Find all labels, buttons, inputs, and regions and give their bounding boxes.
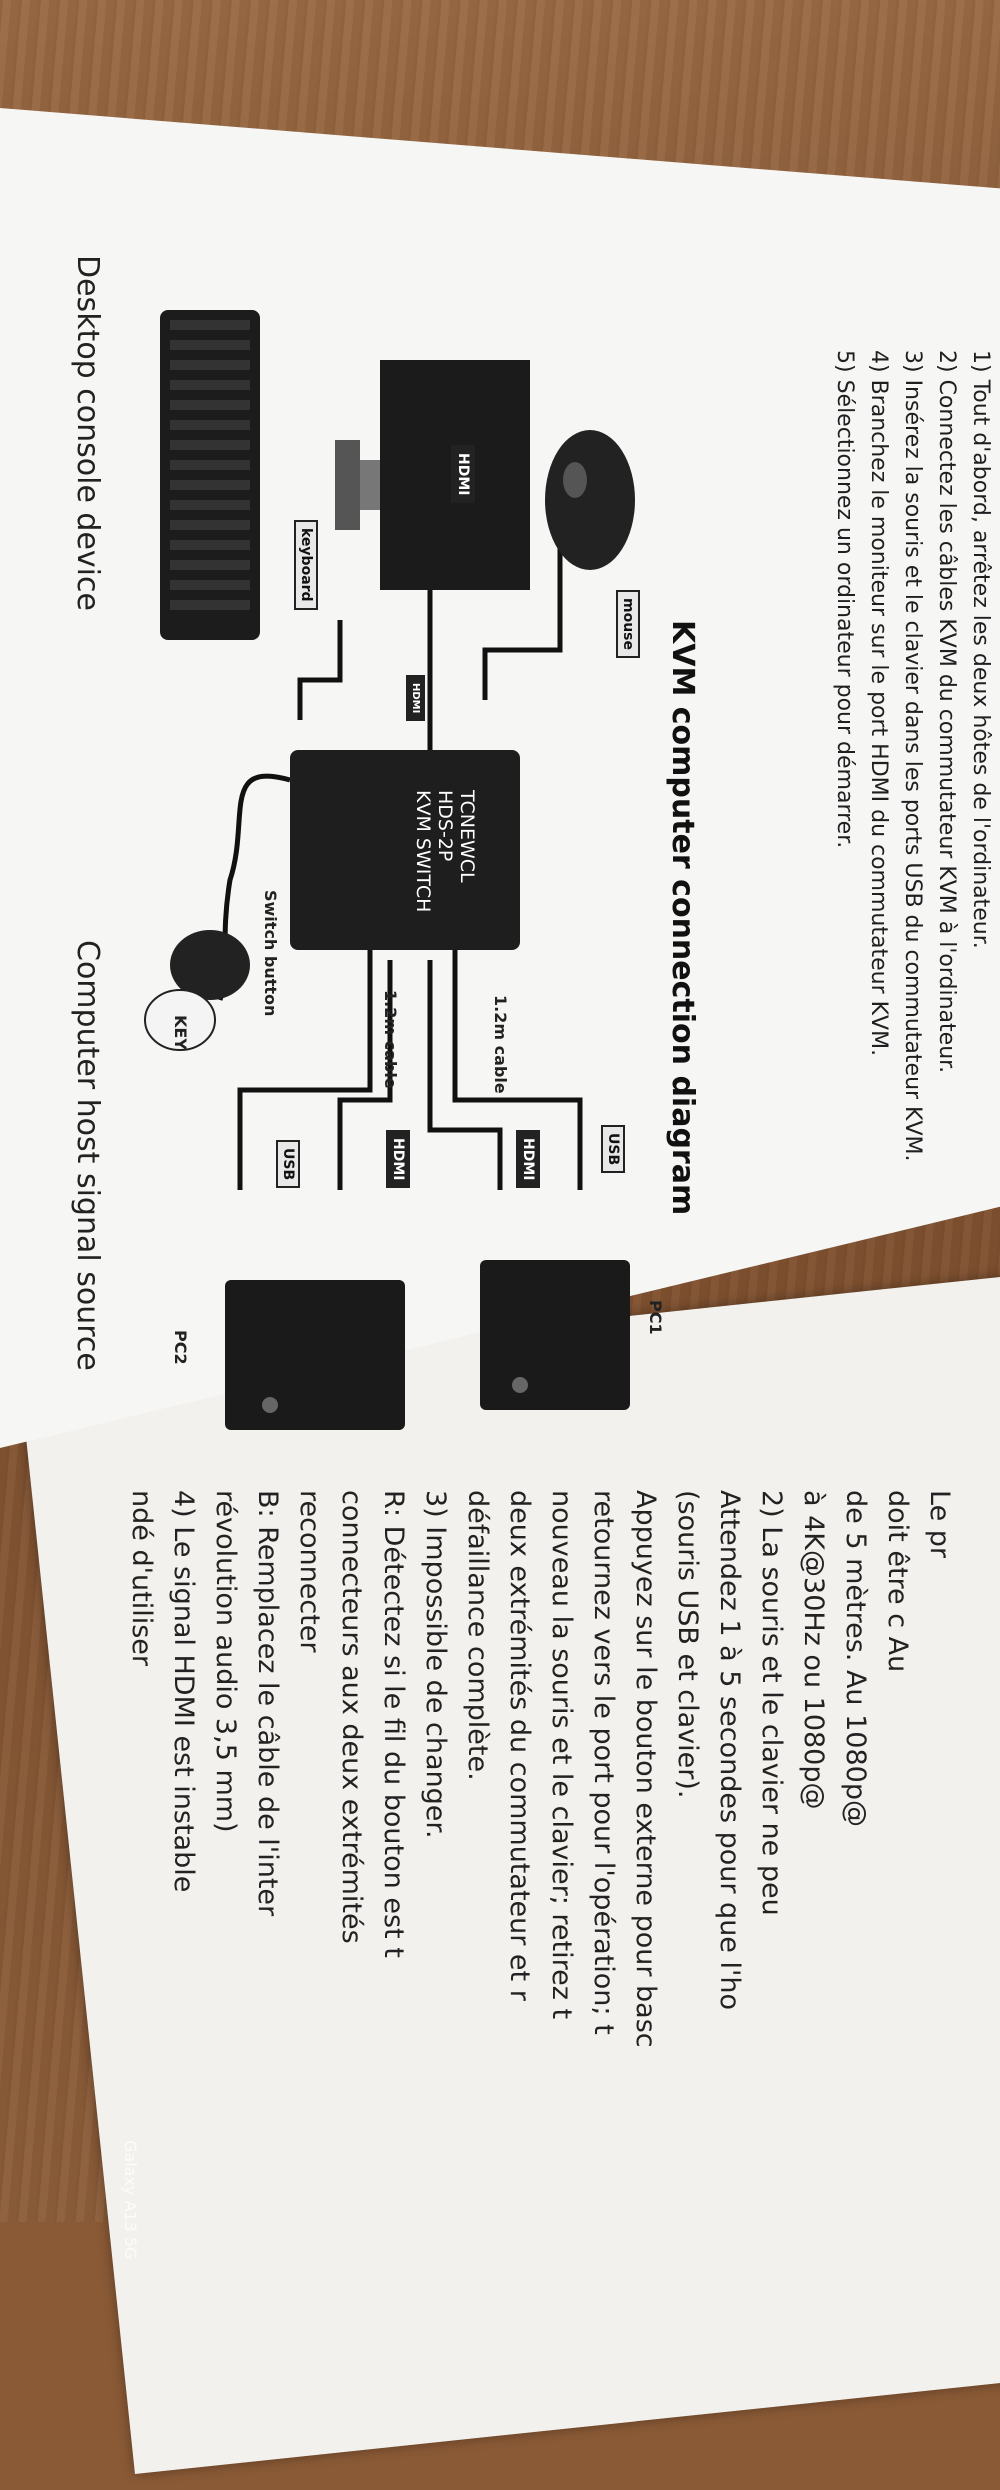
keyboard-icon	[160, 310, 260, 640]
text-line: défaillance complète.	[462, 1490, 493, 1781]
switch-model: HDS-2P	[434, 790, 456, 862]
caption-console: Desktop console device	[70, 255, 105, 611]
monitor-icon	[335, 360, 530, 590]
text-line: R: Détectez si le fil du bouton est t	[378, 1490, 409, 1958]
text-line: reconnecter	[294, 1490, 325, 1653]
keyboard-label: keyboard	[294, 520, 318, 610]
hdmi-plug-label: HDMI	[406, 675, 425, 722]
text-line: 2) La souris et le clavier ne peu	[756, 1490, 787, 1916]
pc2-usb-label: USB	[276, 1140, 300, 1189]
key-label: KEY	[171, 1015, 190, 1050]
text-line: à 4K@30Hz ou 1080p@	[798, 1490, 829, 1810]
text-line: deux extrémités du commutateur et r	[504, 1490, 535, 2001]
text-line: révolution audio 3,5 mm)	[210, 1490, 241, 1833]
text-line: doit être c Au	[882, 1490, 913, 1673]
text-line: (souris USB et clavier).	[672, 1490, 703, 1799]
mouse-cable	[482, 480, 563, 700]
kvm-diagram	[144, 310, 635, 1430]
camera-watermark: Galaxy A13 5G	[121, 2140, 140, 2260]
troubleshooting-text: Le pr doit être c Au de 5 mètres. Au 108…	[120, 1490, 960, 2490]
mouse-label: mouse	[616, 590, 640, 659]
pc2-hdmi-cable	[337, 960, 393, 1190]
text-line: Le pr	[924, 1490, 955, 1559]
cable-label-pc2: 1.2m cable	[381, 990, 400, 1089]
pc1-hdmi-cable	[427, 960, 503, 1190]
pc2-usb-cable	[237, 940, 373, 1190]
switch-button-label: Switch button	[261, 890, 280, 1017]
mouse-icon	[545, 430, 635, 570]
text-line: Appuyez sur le bouton externe pour basc	[630, 1490, 661, 2048]
text-line: ndé d'utiliser	[126, 1490, 157, 1666]
text-line: connecteurs aux deux extrémités	[336, 1490, 367, 1944]
text-line: Attendez 1 à 5 secondes pour que l'ho	[714, 1490, 745, 2011]
pc1-usb-label: USB	[601, 1125, 625, 1174]
switch-brand: TCNEWCL	[456, 790, 478, 883]
pc1-usb-cable	[452, 940, 583, 1190]
text-line: retournez vers le port pour l'opération;…	[588, 1490, 619, 2035]
caption-host: Computer host signal source	[70, 940, 105, 1371]
kvm-switch-box	[290, 750, 520, 950]
text-line: B: Remplacez le câble de l'inter	[252, 1490, 283, 1917]
pc1-icon	[480, 1260, 630, 1410]
text-line: de 5 mètres. Au 1080p@	[840, 1490, 871, 1827]
pc2-label: PC2	[171, 1330, 190, 1365]
cable-label-pc1: 1.2m cable	[491, 995, 510, 1094]
text-line: 4) Le signal HDMI est instable	[168, 1490, 199, 1893]
switch-button-icon	[144, 930, 250, 1051]
text-line: nouveau la souris et le clavier; retirez…	[546, 1490, 577, 2020]
switch-type: KVM SWITCH	[412, 790, 434, 913]
keyboard-cable	[297, 620, 343, 720]
pc2-icon	[225, 1280, 405, 1430]
pc1-hdmi-label: HDMI	[516, 1130, 540, 1189]
monitor-hdmi-label: HDMI	[451, 445, 475, 504]
switch-text: TCNEWCL HDS-2P KVM SWITCH	[412, 790, 478, 912]
pc1-label: PC1	[646, 1300, 665, 1335]
text-line: 3) Impossible de changer.	[420, 1490, 451, 1839]
pc2-hdmi-label: HDMI	[386, 1130, 410, 1189]
